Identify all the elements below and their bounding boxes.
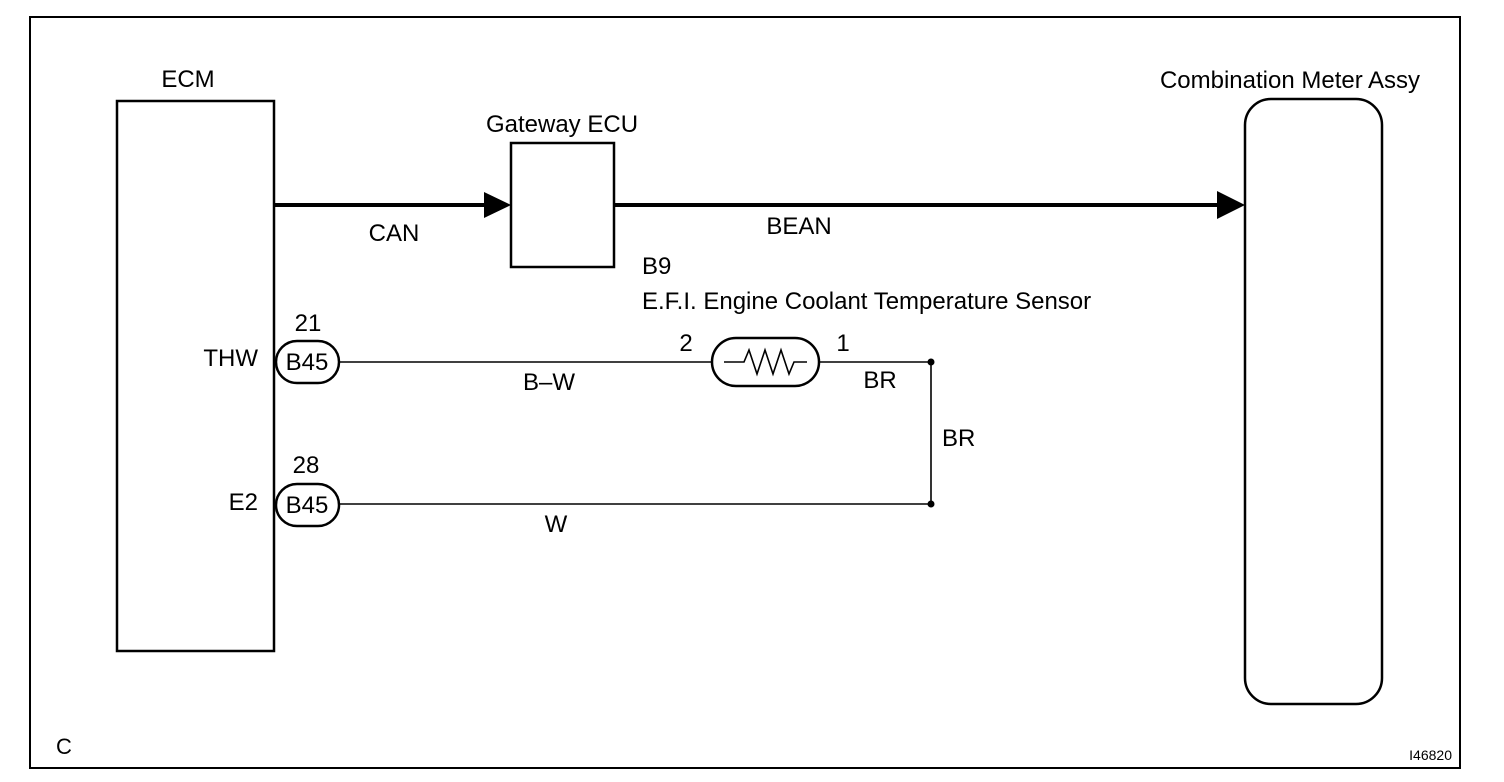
bean-arrow [1217,191,1245,219]
bean-label: BEAN [766,213,831,240]
pin-name-e2: E2 [229,489,258,516]
gateway-title: Gateway ECU [486,111,638,138]
sensor-pin-right: 1 [836,330,849,357]
sensor-pin-left: 2 [679,330,692,357]
ecm-box [115,99,276,653]
wire-label-e2: W [545,511,568,538]
pin-number-thw: 21 [295,310,322,337]
wire-label-vertical: BR [942,425,975,452]
can-arrow [484,192,511,218]
diagram-frame [29,16,1461,769]
figure-id: I46820 [1409,747,1452,763]
can-label: CAN [369,220,420,247]
pin-number-e2: 28 [293,452,320,479]
pin-name-thw: THW [203,345,258,372]
meter-box [1243,97,1384,706]
wire-label-thw: B–W [523,369,575,396]
gateway-box [509,141,616,269]
connector-label-e2: B45 [286,492,329,519]
ecm-title: ECM [161,66,214,93]
sensor-title: E.F.I. Engine Coolant Temperature Sensor [642,288,1091,315]
resistor-icon [724,347,807,377]
corner-letter: C [56,734,72,759]
wire-label-sensor-out: BR [863,367,896,394]
connector-label-thw: B45 [286,349,329,376]
connector-b45-e2 [274,482,341,528]
meter-title: Combination Meter Assy [1160,67,1420,94]
sensor-code: B9 [642,253,671,280]
